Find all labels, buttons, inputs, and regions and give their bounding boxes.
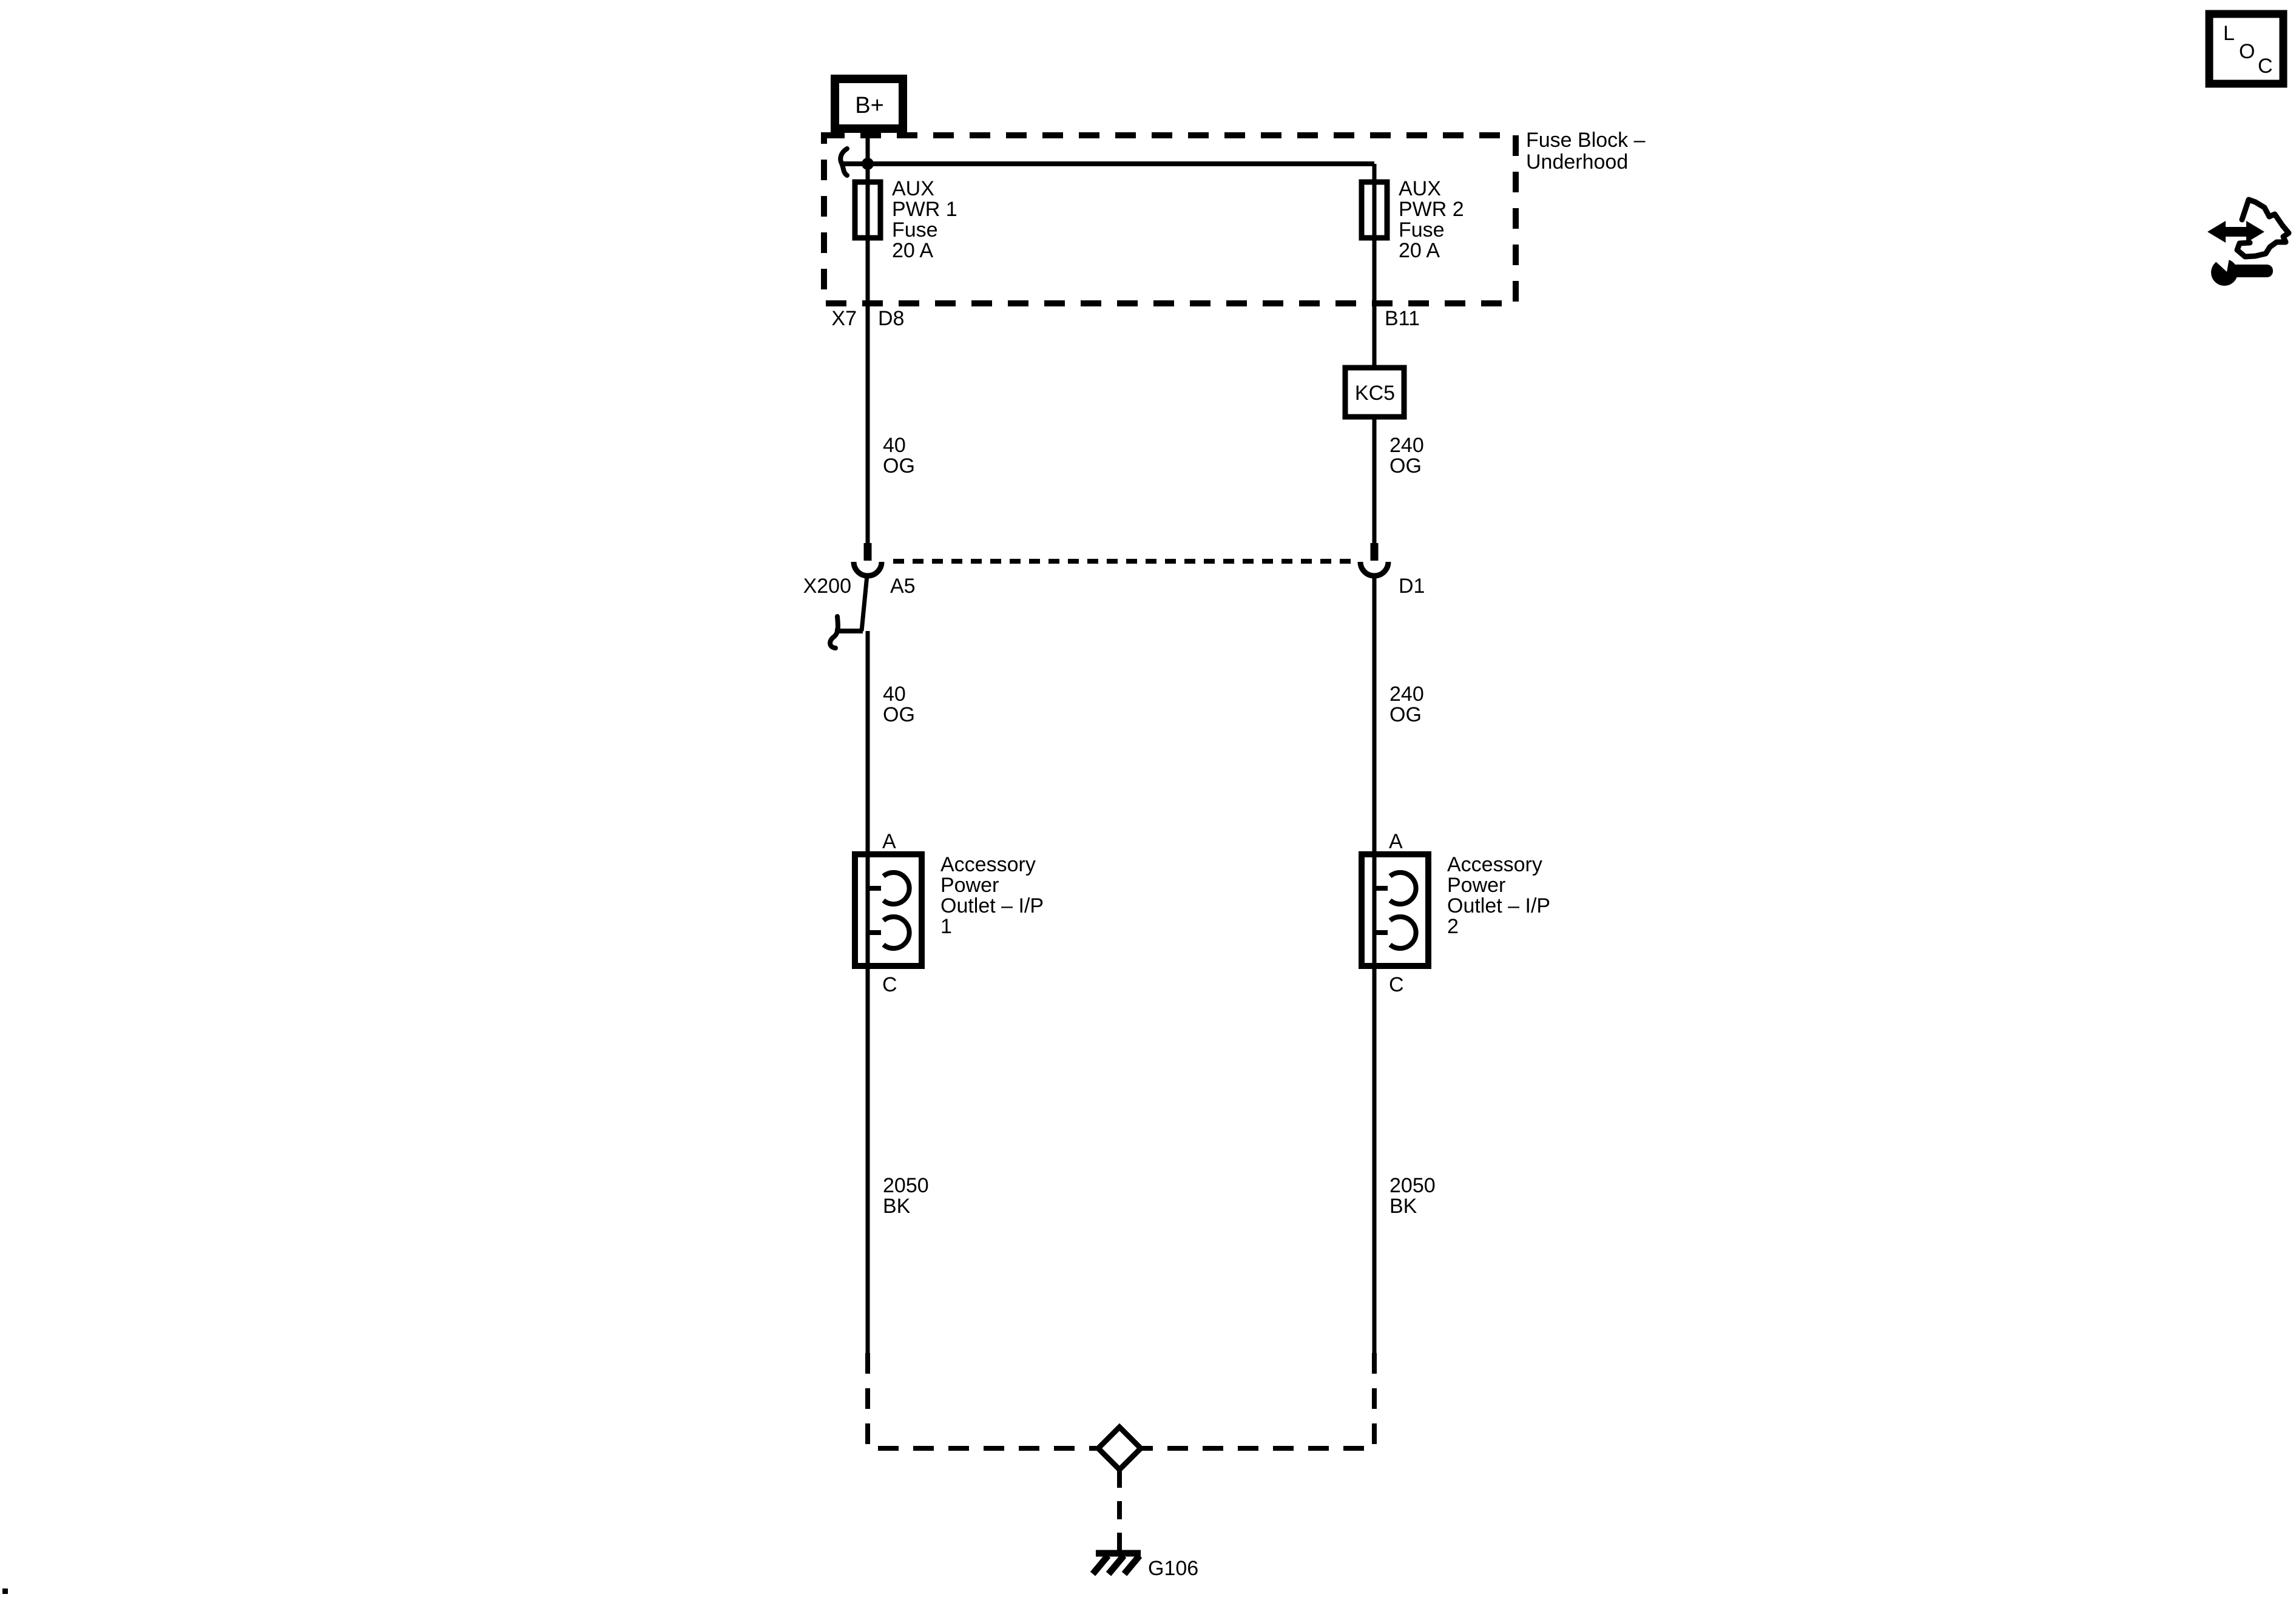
ground-dashed-left <box>865 1353 1098 1451</box>
accessory-power-outlet-1: A C Accessory Power Outlet – I/P 1 <box>852 830 1044 996</box>
wire-left-slant <box>859 575 869 632</box>
fuse-2-label-line3: Fuse <box>1399 218 1445 241</box>
fuse-1-label-line3: Fuse <box>892 218 938 241</box>
inline-connector-x200: X200 A5 D1 <box>803 543 1425 598</box>
loc-letter-o: O <box>2239 40 2255 63</box>
wire-seg3-right-color: BK <box>1389 1195 1417 1218</box>
wire-seg1-left-circuit: 40 <box>883 434 906 457</box>
wire-seg1-right-color: OG <box>1389 454 1422 478</box>
outlet2-label-line2: Power <box>1447 874 1505 897</box>
wrench-icon <box>2211 251 2273 286</box>
kc5-label: KC5 <box>1355 382 1395 405</box>
outlet2-label-line1: Accessory <box>1447 853 1542 876</box>
part-outline-icon <box>2234 197 2292 260</box>
connector-kc5: KC5 <box>1342 365 1407 420</box>
kc5-box <box>1342 365 1407 420</box>
accessory-power-outlet-2: A C Accessory Power Outlet – I/P 2 <box>1359 830 1550 996</box>
outlet1-label-line2: Power <box>940 874 999 897</box>
outlet2-pin-c: C <box>1389 973 1404 996</box>
outlet2-terminal2-socket <box>1388 914 1419 951</box>
fuse-block-title-line1: Fuse Block – <box>1526 129 1646 152</box>
outlet1-label-line1: Accessory <box>940 853 1036 876</box>
fuse-2-label-line4: 20 A <box>1399 239 1440 262</box>
pin-d8-label: D8 <box>878 307 904 330</box>
outlet2-terminal1-socket <box>1388 870 1419 906</box>
ground-hatch-1 <box>1090 1553 1111 1576</box>
wire-seg2-right-circuit: 240 <box>1389 683 1424 706</box>
repair-instructions-icon[interactable] <box>2207 197 2292 286</box>
connector-x7-label: X7 <box>831 307 857 330</box>
wire-seg2-left-circuit: 40 <box>883 683 906 706</box>
loc-letter-l: L <box>2223 22 2235 45</box>
wire-seg1-left-color: OG <box>883 454 915 478</box>
terminal-socket-left <box>851 561 885 579</box>
loc-nav-box[interactable]: L O C <box>2205 10 2288 88</box>
double-arrow-icon <box>2207 221 2264 243</box>
outlet1-label-line3: Outlet – I/P <box>940 894 1044 917</box>
ground-hatch-3 <box>1121 1553 1143 1576</box>
harness-clip-symbol <box>828 614 840 650</box>
wire-seg2-right-color: OG <box>1389 703 1422 726</box>
outlet1-box <box>852 851 925 969</box>
outlet1-pin-c: C <box>882 973 897 996</box>
pin-d1-label: D1 <box>1399 575 1425 598</box>
connector-x200-label: X200 <box>803 575 851 598</box>
fuse-1-label-line4: 20 A <box>892 239 933 262</box>
wire-seg3-left-circuit: 2050 <box>883 1174 929 1197</box>
wire-seg2-left-color: OG <box>883 703 915 726</box>
pin-b11-label: B11 <box>1385 307 1420 330</box>
b-plus-label: B+ <box>855 93 884 118</box>
splice-diamond <box>1094 1423 1145 1474</box>
terminal-socket-right <box>1357 561 1391 579</box>
battery-feed: B+ <box>831 75 907 133</box>
outlet1-pin-a: A <box>882 830 896 853</box>
outlet1-terminal2-socket <box>882 914 912 951</box>
outlet1-label-line4: 1 <box>940 915 952 938</box>
stray-mark <box>2 1588 8 1594</box>
wire-seg1-right-circuit: 240 <box>1389 434 1424 457</box>
wire-seg3-right-circuit: 2050 <box>1389 1174 1436 1197</box>
fuse-1-label-line2: PWR 1 <box>892 198 957 221</box>
ground-g106-label: G106 <box>1148 1557 1198 1580</box>
fuse-2-label-line2: PWR 2 <box>1399 198 1464 221</box>
fuse-block-underhood: Fuse Block – Underhood AUX PWR 1 Fuse 20… <box>821 129 1646 306</box>
wire-seg3-left-color: BK <box>883 1195 911 1218</box>
ground-hatch-2 <box>1106 1553 1127 1576</box>
outlet2-label-line4: 2 <box>1447 915 1459 938</box>
harness-clip <box>828 575 869 650</box>
outlet1-terminal1-socket <box>882 870 912 906</box>
fuse-1-label-line1: AUX <box>892 177 934 200</box>
loc-box-border[interactable] <box>2205 10 2288 88</box>
loc-letter-c: C <box>2258 55 2273 78</box>
fuse-block-title-line2: Underhood <box>1526 150 1628 174</box>
fuse-block-dashed-border <box>821 132 1519 306</box>
fuse-2-label-line1: AUX <box>1399 177 1441 200</box>
outlet2-label-line3: Outlet – I/P <box>1447 894 1550 917</box>
pin-a5-label: A5 <box>890 575 916 598</box>
ground-dashed-right <box>1141 1353 1377 1451</box>
outlet2-box <box>1359 851 1431 969</box>
chassis-ground-symbol <box>1090 1550 1143 1576</box>
branch-clip-symbol <box>838 146 849 178</box>
outlet2-pin-a: A <box>1389 830 1403 853</box>
ground-bus: G106 <box>865 1353 1377 1580</box>
